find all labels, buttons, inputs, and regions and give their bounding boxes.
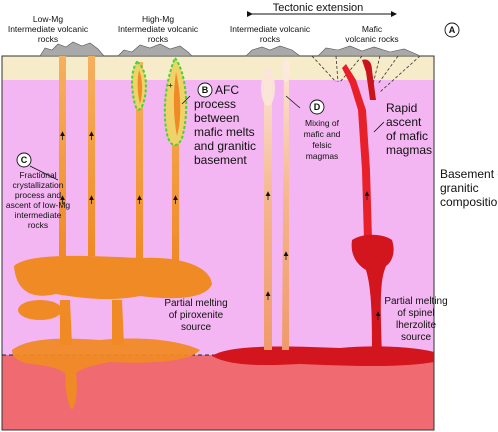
- fractional-line-6: rocks: [28, 220, 48, 230]
- high-mg-label: High-Mg Intermediate volcanic rocks: [118, 14, 199, 44]
- high-mg-dike-1: [136, 62, 143, 262]
- rapid-line-4: magmas: [386, 143, 432, 157]
- high-mg-volcanic-rocks: [117, 43, 193, 57]
- basement-line-2: granitic: [440, 181, 479, 195]
- partial-spinel-label: Partial melting of spinel lherzolite sou…: [384, 296, 447, 343]
- rapid-ascent-label: Rapid ascent of mafic magmas: [386, 101, 432, 157]
- high-mg-line-1: High-Mg: [142, 14, 174, 24]
- mixing-top-left: [261, 70, 275, 106]
- mafic-line-2: volcanic rocks: [345, 34, 398, 44]
- high-mg-line-3: rocks: [148, 34, 168, 44]
- spinel-line-3: lherzolite: [396, 320, 436, 331]
- rapid-line-1: Rapid: [386, 101, 417, 115]
- pyroxenite-line-2: of piroxenite: [169, 310, 224, 321]
- intermediate-label: Intermediate volcanic rocks: [230, 24, 311, 44]
- low-mg-volcanic-rocks: [39, 41, 105, 57]
- orange-feeder-2: [112, 300, 124, 345]
- fractional-label: Fractional crystallization process and a…: [6, 170, 71, 230]
- fractional-line-5: intermediate: [15, 210, 62, 220]
- orange-magma-chamber: [14, 255, 212, 300]
- red-magma-chamber: [351, 234, 394, 356]
- low-mg-line-1: Low-Mg: [33, 14, 64, 24]
- mafic-label: Mafic volcanic rocks: [345, 24, 398, 44]
- tectonic-extension-label: Tectonic extension: [273, 2, 364, 14]
- circle-b-badge: B: [197, 82, 213, 98]
- mixing-line-4: magmas: [306, 151, 339, 161]
- diagram-frame: [1, 55, 435, 431]
- afc-marker: +: [168, 80, 173, 90]
- mixing-dike-left: [264, 66, 272, 350]
- circle-c-letter: C: [21, 155, 28, 165]
- low-mg-label: Low-Mg Intermediate volcanic rocks: [8, 14, 89, 44]
- rapid-line-2: ascent: [386, 115, 422, 129]
- circle-b-letter: B: [202, 85, 209, 95]
- afc-core-2: [173, 72, 181, 136]
- high-mg-dike-2: [172, 64, 179, 262]
- low-mg-dike-1: [59, 56, 66, 256]
- mixing-top-right: [282, 58, 290, 82]
- spinel-melt-zone: [212, 346, 434, 366]
- orange-feeder-1: [60, 300, 72, 345]
- pyroxenite-line-3: source: [181, 322, 211, 333]
- mafic-line-1: Mafic: [362, 24, 383, 34]
- fractional-line-4: ascent of low-Mg: [6, 200, 71, 210]
- low-mg-dike-2: [88, 56, 95, 256]
- red-ascent-arrows: [265, 191, 381, 320]
- leader-lines: [29, 95, 385, 181]
- basement-label: Basement of granitic composition: [440, 167, 498, 209]
- intermediate-line-1: Intermediate volcanic: [230, 24, 311, 34]
- mixing-line-1: Mixing of: [305, 118, 340, 128]
- circle-d-letter: D: [314, 102, 321, 112]
- fractional-line-2: crystallization: [12, 180, 63, 190]
- mixing-line-3: felsic: [312, 140, 332, 150]
- mixing-dike-right: [282, 59, 290, 350]
- partial-pyroxenite-label: Partial melting of piroxenite source: [164, 298, 227, 333]
- afc-line-2: process: [194, 97, 236, 111]
- fractional-line-1: Fractional: [19, 170, 56, 180]
- circle-c-badge: C: [16, 152, 32, 168]
- mixing-line-2: mafic and: [304, 129, 341, 139]
- afc-core-1: [137, 70, 143, 104]
- afc-line-1: AFC: [215, 83, 239, 97]
- intermediate-line-2: rocks: [260, 34, 280, 44]
- circle-a-badge: A: [444, 22, 460, 38]
- mafic-volcanic-rocks: [317, 45, 421, 57]
- rapid-line-3: of mafic: [386, 129, 428, 143]
- mixing-label: Mixing of mafic and felsic magmas: [304, 118, 341, 161]
- afc-line-5: and granitic: [194, 139, 256, 153]
- spinel-line-2: of spinel: [397, 308, 434, 319]
- basement-line-1: Basement of: [440, 167, 498, 181]
- afc-line-6: basement: [194, 153, 247, 167]
- spinel-line-4: source: [401, 332, 431, 343]
- orange-ascent-arrows: [60, 131, 178, 204]
- pyroxenite-melt-zone: [12, 338, 200, 378]
- orange-magma-root: [65, 368, 77, 410]
- circle-a-letter: A: [449, 25, 456, 35]
- afc-line-3: between: [194, 111, 239, 125]
- rapid-ascent-dike: [342, 64, 372, 240]
- pyroxenite-line-1: Partial melting: [164, 298, 227, 309]
- fractional-line-3: process and: [15, 190, 62, 200]
- intermediate-volcanic-rocks: [245, 45, 301, 57]
- low-mg-line-2: Intermediate volcanic: [8, 24, 89, 34]
- rapid-ascent-dike-2: [362, 59, 376, 100]
- afc-label: AFC process between mafic melts and gran…: [194, 83, 256, 167]
- circle-d-badge: D: [309, 99, 325, 115]
- orange-chamber-blob: [18, 300, 62, 320]
- low-mg-line-3: rocks: [38, 34, 58, 44]
- spinel-line-1: Partial melting: [384, 296, 447, 307]
- high-mg-line-2: Intermediate volcanic: [118, 24, 199, 34]
- basement-line-3: composition: [440, 195, 498, 209]
- afc-line-4: mafic melts: [194, 125, 255, 139]
